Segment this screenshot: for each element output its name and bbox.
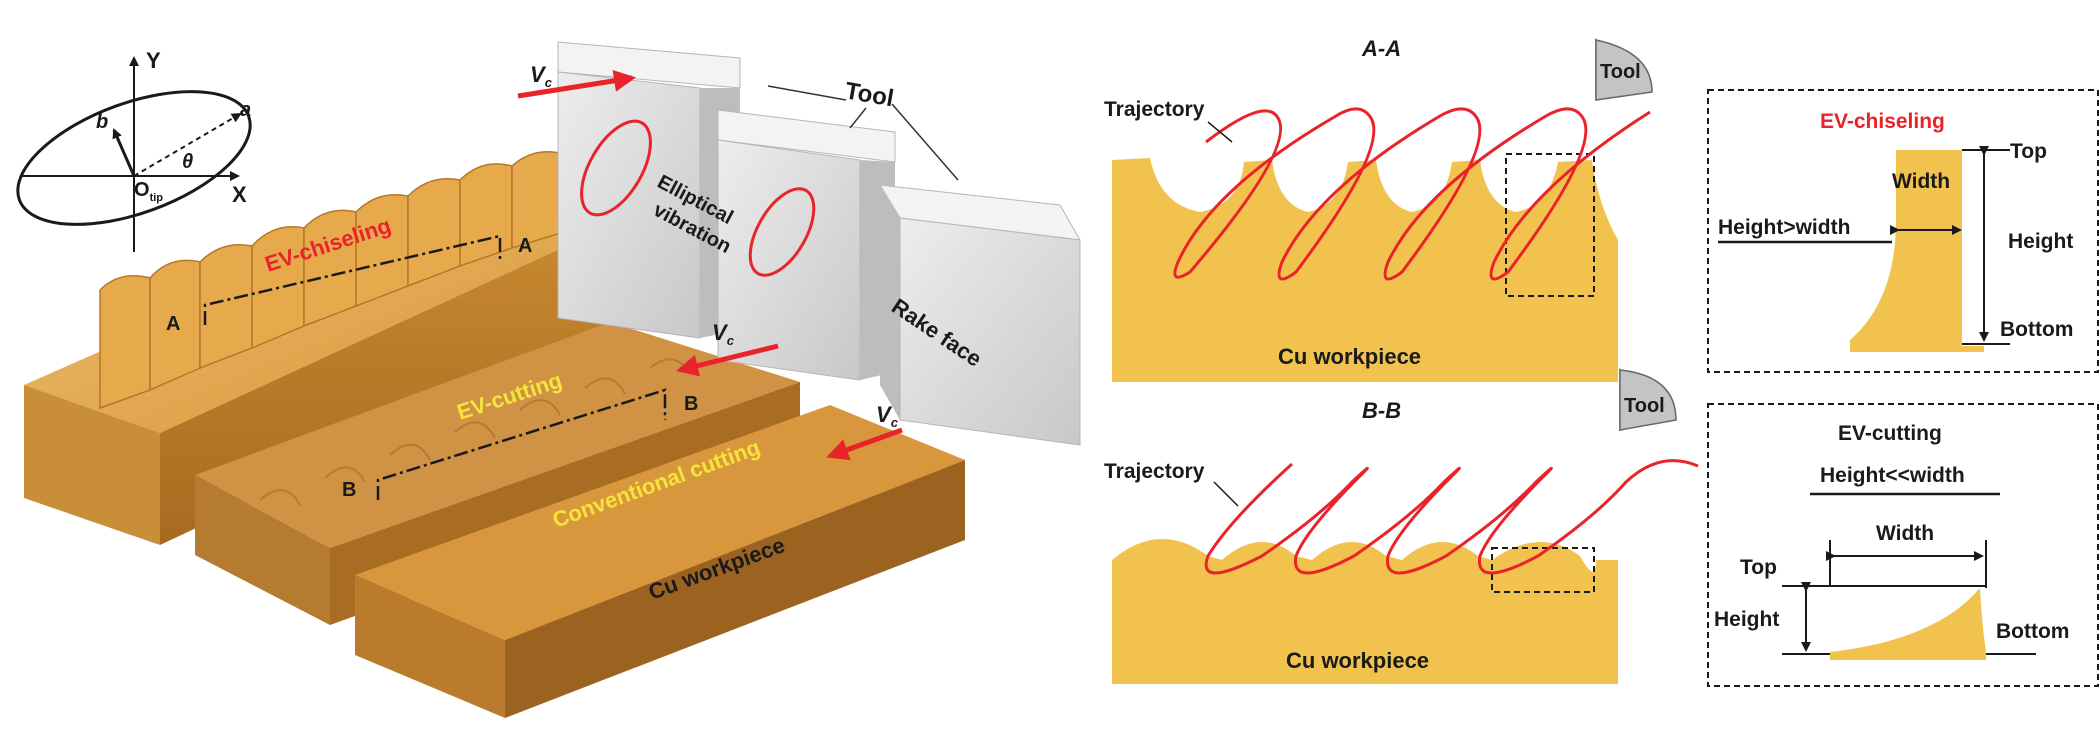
- chiseling-frame: [1707, 89, 2099, 373]
- section-a-line: [203, 234, 502, 325]
- vc-label-2: Vc: [712, 320, 735, 348]
- tool-leader-2: [849, 107, 867, 129]
- tool-leader-3: [891, 103, 959, 181]
- section-a-label-right: A: [518, 235, 532, 257]
- cutting-ripples: [259, 358, 691, 506]
- section-b-label-right: B: [684, 393, 698, 415]
- section-b-line: [376, 388, 667, 500]
- cutting-relation-label: Height<<width: [1820, 464, 1965, 487]
- cutting-title: EV-cutting: [1838, 422, 1942, 445]
- vc-arrow-3: [826, 427, 903, 461]
- chiseling-bottom-label: Bottom: [2000, 318, 2073, 341]
- cutting-profile: [1830, 588, 1986, 660]
- detail-ev-cutting-panel: EV-cutting Height<<width Width Top Heigh…: [1707, 403, 2099, 687]
- tool-block-1: [557, 41, 741, 339]
- aa-trajectory: [1173, 107, 1651, 281]
- cutting-bottom-label: Bottom: [1996, 620, 2069, 643]
- cutting-top-label: Top: [1740, 556, 1777, 579]
- x-axis-label: X: [232, 182, 247, 207]
- chiseling-top-label: Top: [2010, 140, 2047, 163]
- section-bb-panel: B-B Trajectory Tool Cu workpiece: [1104, 367, 1699, 684]
- origin-label: Otip: [134, 179, 163, 204]
- vc-arrow-2: [676, 343, 779, 377]
- aa-trajectory-leader: [1207, 121, 1233, 143]
- cutting-height-label: Height: [1714, 608, 1779, 631]
- machining-3d-illustration: Vc Vc Vc Tool Elliptical vibration Rake …: [24, 41, 1081, 718]
- bb-tool-tip: [1619, 369, 1677, 431]
- bb-trajectory-leader: [1213, 481, 1239, 507]
- bb-title: B-B: [1362, 398, 1401, 423]
- label-b: b: [96, 111, 108, 133]
- label-a: a: [240, 99, 251, 121]
- section-a-label-left: A: [166, 313, 180, 335]
- aa-trajectory-label: Trajectory: [1104, 98, 1205, 121]
- tool-block-2: [717, 109, 896, 381]
- bb-zoom-box: [1491, 547, 1595, 593]
- aa-title: A-A: [1361, 36, 1401, 61]
- tool-blocks: [557, 41, 1081, 446]
- aa-tool-tip: [1595, 39, 1653, 101]
- detail-ev-chiseling-panel: EV-chiseling Width Top Height Bottom Hei…: [1707, 89, 2099, 373]
- tool-block-3: [879, 184, 1081, 446]
- aa-workpiece-label: Cu workpiece: [1278, 344, 1421, 369]
- y-axis-label: Y: [146, 48, 161, 73]
- chisel-fins: [99, 151, 565, 410]
- chiseling-profile: [1850, 150, 1984, 352]
- section-aa-panel: A-A Trajectory Tool Cu workpiece: [1104, 36, 1653, 382]
- tool-leader-1: [767, 85, 847, 101]
- bb-tool-label: Tool: [1624, 395, 1665, 417]
- tool-vibration-ellipse-1: [580, 119, 652, 217]
- chiseling-height-label: Height: [2008, 230, 2073, 253]
- aa-tool-label: Tool: [1600, 61, 1641, 83]
- aa-zoom-box: [1505, 153, 1595, 297]
- tool-vibration-ellipse-2: [748, 187, 816, 277]
- vibration-ellipse: [16, 90, 252, 226]
- vc-label-3: Vc: [876, 402, 899, 430]
- tool-label: Tool: [843, 77, 896, 112]
- semi-major-a: [133, 112, 242, 177]
- cutting-width-label: Width: [1876, 522, 1934, 545]
- conventional-cutting-block: [355, 405, 965, 718]
- chiseling-width-label: Width: [1892, 170, 1950, 193]
- aa-workpiece: [1112, 158, 1618, 382]
- ellipse-vibration-diagram: Y X a b θ Otip: [16, 48, 252, 252]
- chiseling-title: EV-chiseling: [1820, 110, 1945, 133]
- bb-trajectory: [1204, 459, 1699, 575]
- semi-minor-b: [112, 128, 136, 177]
- bb-workpiece-label: Cu workpiece: [1286, 648, 1429, 673]
- chiseling-relation-label: Height>width: [1718, 216, 1850, 239]
- section-b-label-left: B: [342, 479, 356, 501]
- label-theta: θ: [182, 151, 193, 173]
- bb-trajectory-label: Trajectory: [1104, 460, 1205, 483]
- vc-label-1: Vc: [530, 62, 553, 90]
- cutting-frame: [1707, 403, 2099, 687]
- vc-arrow-1: [517, 69, 636, 99]
